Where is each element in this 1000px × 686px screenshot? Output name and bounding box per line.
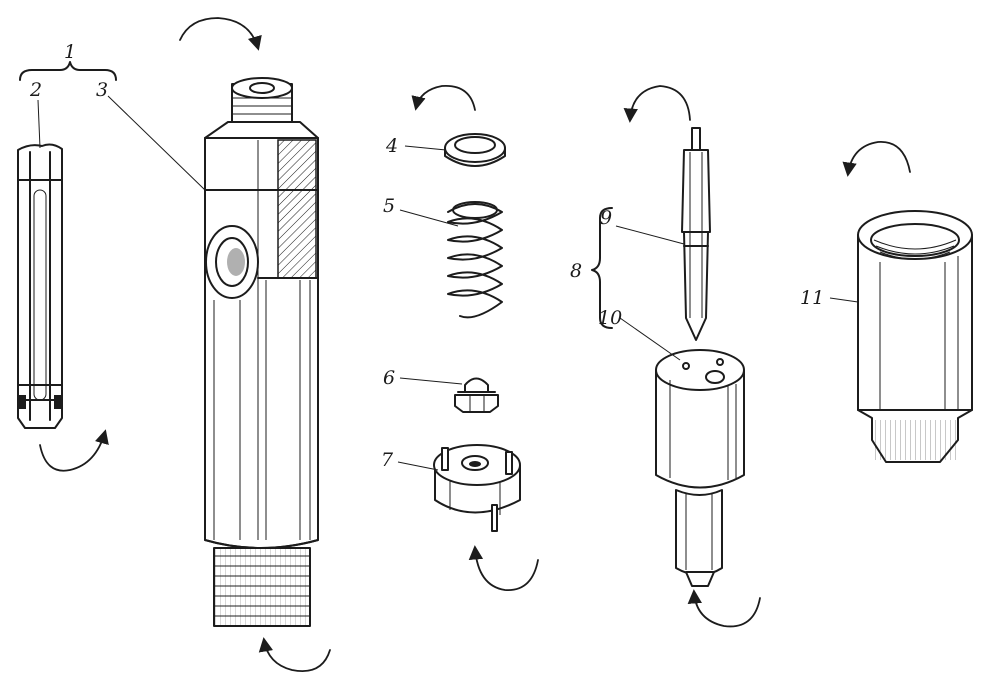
leader-lines (37, 95, 859, 471)
part-3-holder-body (204, 77, 319, 627)
label-9: 9 (600, 207, 612, 229)
label-8: 8 (570, 260, 582, 282)
part-10-nozzle-body (655, 349, 745, 587)
label-4: 4 (385, 135, 398, 157)
part-2-rod (17, 143, 63, 429)
label-1: 1 (64, 41, 76, 63)
label-7: 7 (381, 449, 394, 471)
brace-item-8 (591, 207, 613, 329)
part-7-spacer (433, 444, 521, 532)
part-5-spring (447, 201, 503, 319)
label-6: 6 (383, 367, 395, 389)
label-2: 2 (29, 79, 42, 101)
label-11: 11 (800, 287, 824, 309)
label-5: 5 (383, 195, 395, 217)
part-9-needle (681, 127, 711, 341)
part-4-washer (444, 133, 506, 167)
part-11-cap-nut (857, 210, 973, 463)
rotation-arrows (39, 17, 911, 672)
part-6-valve (454, 377, 499, 413)
brace-item-1 (19, 61, 117, 81)
label-3: 3 (96, 79, 108, 101)
label-10: 10 (598, 307, 622, 329)
callout-labels: 1 2 3 4 5 6 7 8 9 10 11 (29, 41, 824, 471)
